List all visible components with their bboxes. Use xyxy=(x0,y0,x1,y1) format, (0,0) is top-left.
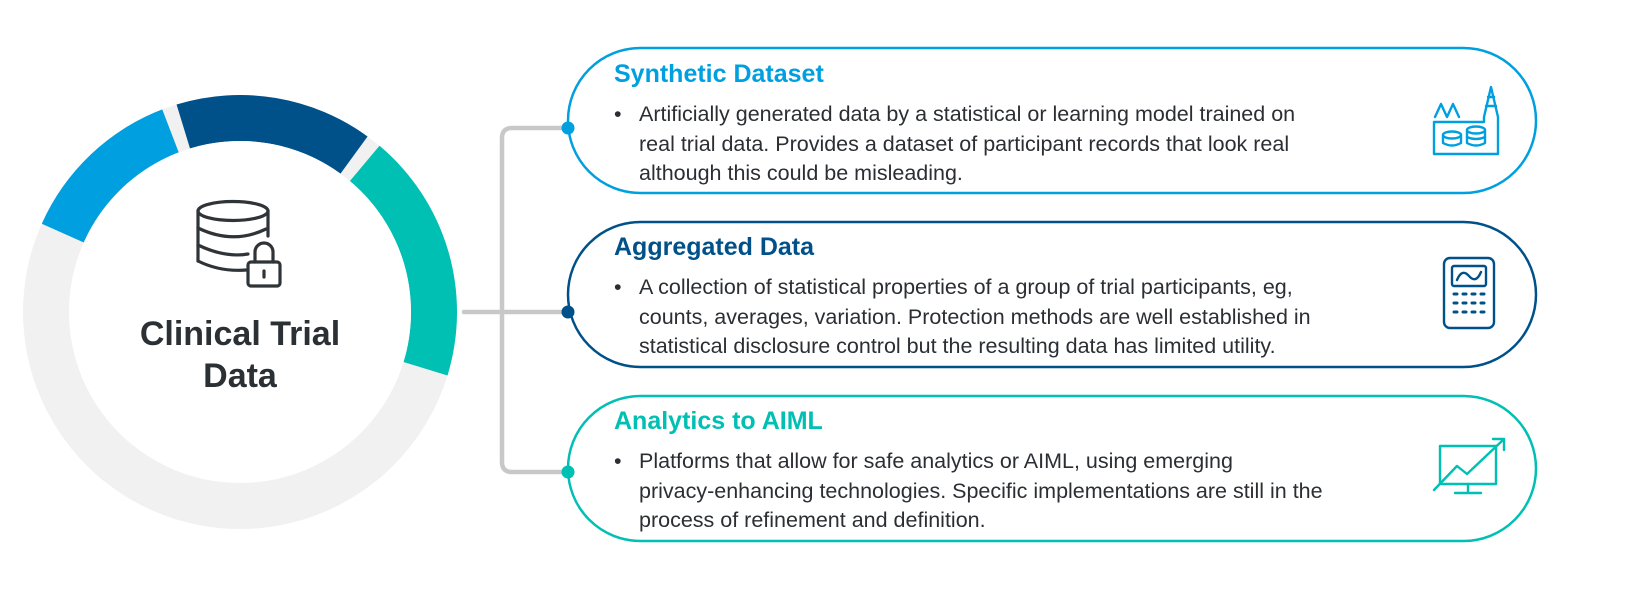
card-body-synthetic-dataset: • Artificially generated data by a stati… xyxy=(614,100,1295,189)
card-analytics-to-aiml xyxy=(561,394,1538,543)
card-body-line: counts, averages, variation. Protection … xyxy=(639,304,1311,329)
card-body-line: privacy-enhancing technologies. Specific… xyxy=(639,478,1323,503)
card-border xyxy=(566,46,1538,195)
card-body-line: real trial data. Provides a dataset of p… xyxy=(639,131,1290,156)
connector-dot xyxy=(561,305,575,319)
bullet: • xyxy=(614,275,622,299)
card-body-analytics-to-aiml: • Platforms that allow for safe analytic… xyxy=(614,447,1323,536)
center-title: Clinical Trial Data xyxy=(130,313,350,397)
factory-data-icon xyxy=(1432,85,1500,156)
card-body-line: Platforms that allow for safe analytics … xyxy=(639,449,1233,473)
card-body-aggregated-data: • A collection of statistical properties… xyxy=(614,273,1311,362)
card-title-aggregated-data: Aggregated Data xyxy=(614,233,815,261)
calculator-icon xyxy=(1442,256,1496,330)
card-border xyxy=(566,220,1538,369)
card-aggregated-data xyxy=(561,220,1538,369)
database-lock-icon xyxy=(196,199,282,288)
connector-dot xyxy=(561,465,575,479)
card-synthetic-dataset xyxy=(561,46,1538,195)
card-body-line: A collection of statistical properties o… xyxy=(639,275,1293,299)
ring-segment-aggregated xyxy=(176,95,368,174)
trend-chart-monitor-icon xyxy=(1432,437,1506,495)
bullet: • xyxy=(614,449,622,473)
center-title-line-1: Clinical Trial xyxy=(139,315,341,353)
card-body-line: Artificially generated data by a statist… xyxy=(639,102,1296,126)
ring-inner-disc xyxy=(69,141,411,483)
card-body-line: although this could be misleading. xyxy=(639,161,963,185)
card-body-lines: Platforms that allow for safe analytics … xyxy=(639,447,1323,536)
connector-dot xyxy=(561,121,575,135)
bullet: • xyxy=(614,102,622,126)
card-title-analytics-to-aiml: Analytics to AIML xyxy=(614,407,823,435)
card-title-synthetic-dataset: Synthetic Dataset xyxy=(614,60,824,88)
center-title-line-2: Data xyxy=(203,357,277,395)
ring-segment-synthetic xyxy=(41,109,179,243)
card-body-lines: A collection of statistical properties o… xyxy=(639,273,1311,362)
ring-segment-analytics xyxy=(349,145,457,376)
card-body-line: statistical disclosure control but the r… xyxy=(639,334,1276,358)
ring-segments xyxy=(41,95,457,376)
card-body-line: process of refinement and definition. xyxy=(639,508,986,532)
card-body-lines: Artificially generated data by a statist… xyxy=(639,100,1295,189)
connector-lines xyxy=(461,125,571,475)
